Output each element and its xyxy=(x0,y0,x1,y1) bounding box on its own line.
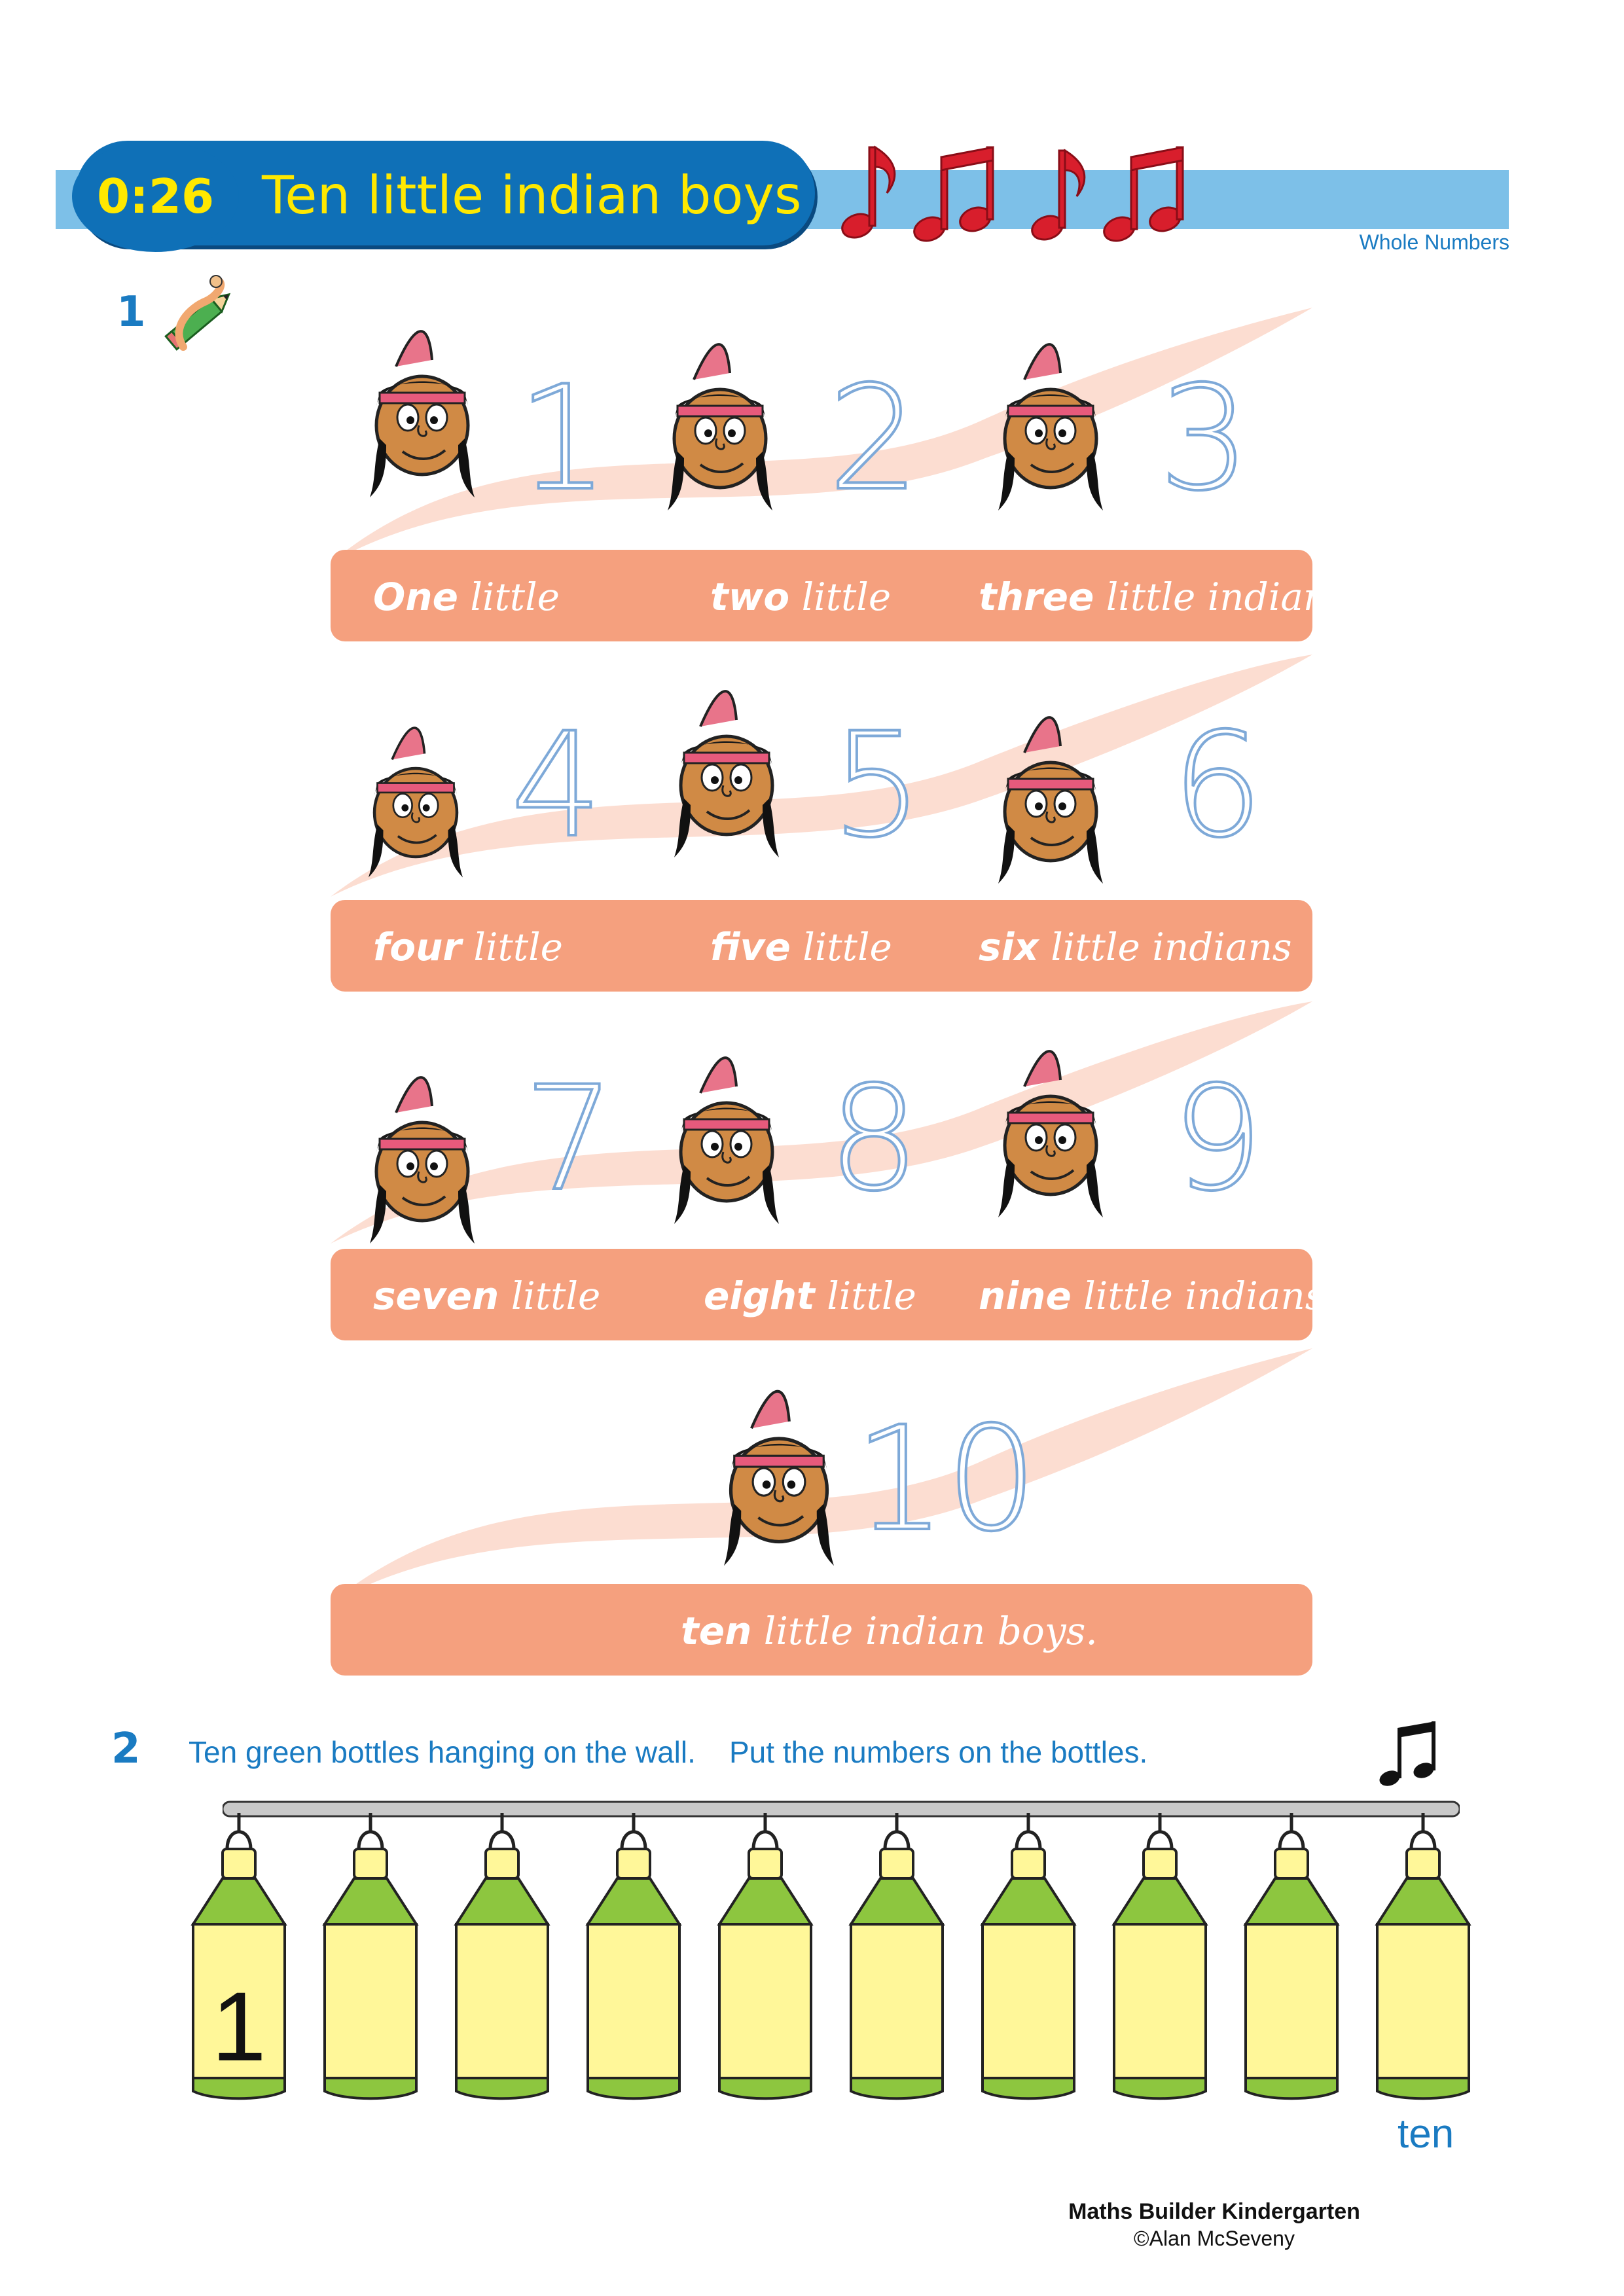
pencil-worm-icon xyxy=(164,275,231,351)
indian-face-8 xyxy=(661,1021,792,1237)
indian-face-7 xyxy=(357,1041,488,1257)
footer-copyright: ©Alan McSeveny xyxy=(1134,2227,1295,2250)
phrase-bar-row-1: One little two little three little india… xyxy=(331,550,1347,641)
question-2-number: 2 xyxy=(111,1725,141,1773)
topic-label: Whole Numbers xyxy=(1359,230,1509,254)
bottle-4[interactable] xyxy=(581,1813,686,2101)
bottle-5[interactable] xyxy=(713,1813,818,2101)
swoosh-row-2 xyxy=(331,655,1312,897)
phrase-8: eight little xyxy=(704,1274,916,1318)
indian-face-3 xyxy=(985,308,1116,524)
indian-face-10 xyxy=(710,1348,848,1584)
trace-number-5: 5 xyxy=(830,702,924,869)
bottle-7[interactable] xyxy=(976,1813,1081,2101)
indian-face-6 xyxy=(985,681,1116,897)
question-1-number: 1 xyxy=(117,288,146,336)
lesson-number-oval xyxy=(72,141,239,252)
trace-number-10: 10 xyxy=(853,1395,1039,1563)
footer-book-title: Maths Builder Kindergarten xyxy=(1068,2199,1360,2224)
indian-face-9 xyxy=(985,1014,1116,1230)
bottle-6[interactable] xyxy=(844,1813,949,2101)
bottle-9[interactable] xyxy=(1239,1813,1344,2101)
phrase-1: One little xyxy=(373,575,560,619)
end-label-ten: ten xyxy=(1398,2111,1454,2157)
phrase-bar-row-2: four little five little six little india… xyxy=(331,900,1312,992)
swoosh-row-1 xyxy=(331,308,1312,563)
trace-number-9: 9 xyxy=(1170,1055,1265,1223)
trace-number-2: 2 xyxy=(827,355,921,522)
phrase-7: seven little xyxy=(373,1274,601,1318)
bottle-3[interactable] xyxy=(450,1813,554,2101)
bottle-1[interactable] xyxy=(187,1813,291,2101)
page-title: Ten little indian boys xyxy=(262,165,802,226)
trace-number-3: 3 xyxy=(1157,355,1252,522)
phrase-9: nine little indians xyxy=(979,1274,1325,1318)
phrase-bar-row-4: ten little indian boys. xyxy=(331,1584,1312,1676)
trace-number-4: 4 xyxy=(509,702,604,869)
swoosh-row-4 xyxy=(331,1348,1312,1604)
trace-number-8: 8 xyxy=(827,1055,921,1223)
bottle-8[interactable] xyxy=(1108,1813,1212,2101)
lesson-number: 0:26 xyxy=(96,169,215,224)
phrase-3: three little indians xyxy=(979,575,1348,619)
phrase-2: two little xyxy=(710,575,892,619)
phrase-6: six little indians xyxy=(979,925,1292,969)
trace-number-6: 6 xyxy=(1170,702,1265,869)
music-notes-icon xyxy=(841,145,1184,242)
music-note-icon xyxy=(1379,1721,1435,1786)
phrase-5: five little xyxy=(710,925,892,969)
swoosh-row-3 xyxy=(331,1001,1312,1244)
question-2-instruction: Ten green bottles hanging on the wall. P… xyxy=(189,1735,1148,1769)
phrase-4: four little xyxy=(373,925,564,969)
phrase-bar-row-3: seven little eight little nine little in… xyxy=(331,1249,1325,1340)
indian-face-2 xyxy=(655,308,785,524)
bottle-rail xyxy=(223,1801,1460,1818)
phrase-10: ten little indian boys. xyxy=(681,1609,1098,1653)
trace-number-1: 1 xyxy=(516,355,610,522)
bottle-10[interactable] xyxy=(1371,1813,1475,2101)
indian-face-1 xyxy=(357,295,488,511)
indian-face-4 xyxy=(357,694,475,890)
bottle-2[interactable] xyxy=(318,1813,423,2101)
indian-face-5 xyxy=(661,655,792,870)
bottle-number-1[interactable]: 1 xyxy=(211,1971,266,2081)
trace-number-7: 7 xyxy=(522,1055,617,1223)
